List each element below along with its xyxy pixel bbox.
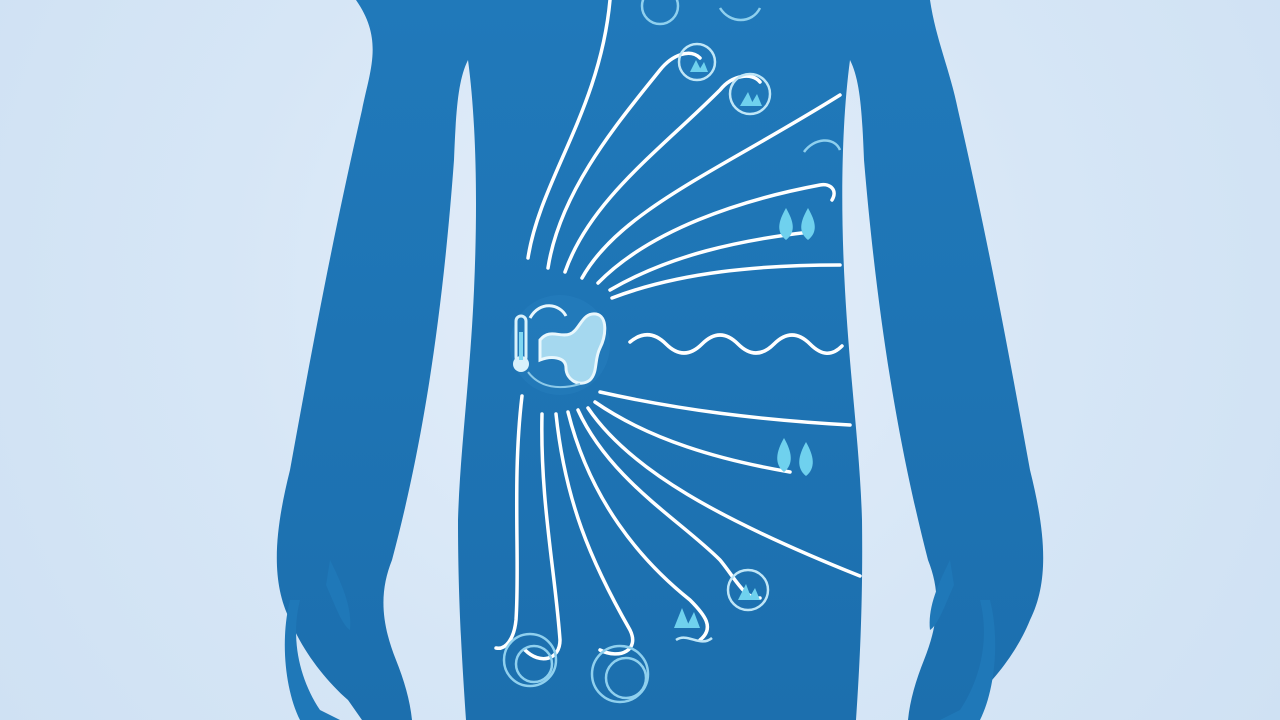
flow-line [494, 394, 524, 650]
spiral-outline-icon [502, 0, 842, 704]
organ-cluster [510, 295, 610, 395]
flow-line [593, 400, 792, 474]
lower-flow-lines [494, 390, 862, 661]
water-drop-circle-icon [726, 568, 770, 612]
right-hand [940, 600, 996, 720]
water-drop-pair-icon [777, 438, 813, 476]
body-silhouette [276, 0, 1044, 720]
left-hand [284, 600, 340, 720]
water-drop-pair-icon [779, 208, 815, 240]
flow-line [576, 408, 762, 600]
flow-line [596, 182, 836, 285]
flow-line [563, 74, 762, 274]
flow-line [554, 412, 635, 656]
wave-line [628, 333, 844, 355]
torso-shape [276, 0, 1044, 720]
flow-line [610, 263, 842, 300]
thermometer-icon [513, 314, 529, 372]
flow-line [586, 406, 862, 578]
left-thumb [326, 560, 351, 630]
water-drop-circle-icon [674, 608, 713, 643]
wave-line-icon [628, 333, 844, 355]
water-drop-circle-icon [677, 42, 717, 82]
flow-line [523, 412, 562, 661]
flow-line [546, 51, 702, 270]
flow-line [598, 390, 852, 427]
flow-line [526, 0, 612, 260]
water-drop-circle-icon [728, 72, 772, 116]
flow-line [566, 410, 710, 642]
flow-line [580, 93, 842, 280]
organ-shape-icon [527, 304, 607, 389]
right-thumb [929, 560, 954, 630]
